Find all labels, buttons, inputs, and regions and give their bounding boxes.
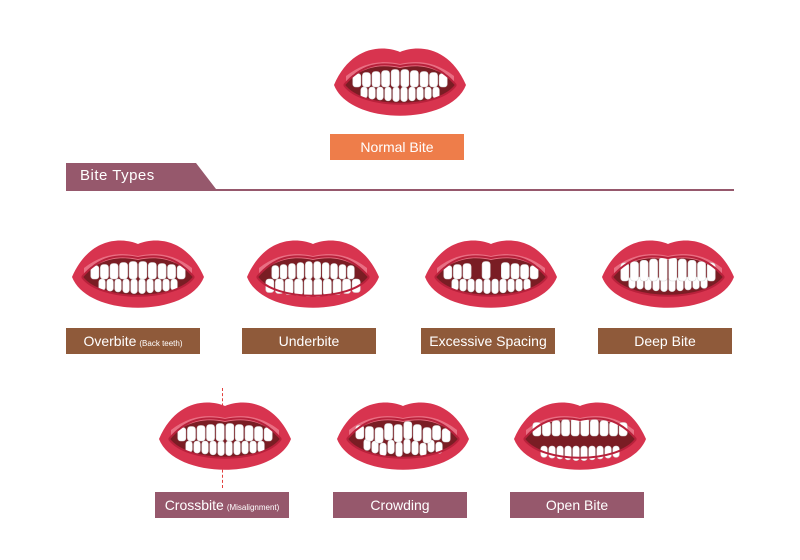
crowding-mouth [333, 394, 473, 484]
deep-bite-mouth [598, 232, 738, 322]
normal-bite-label: Normal Bite [330, 134, 464, 160]
underbite-label: Underbite [242, 328, 376, 354]
normal-bite-mouth [330, 40, 470, 130]
excessive-spacing-mouth [421, 232, 561, 322]
section-header-tab [66, 163, 216, 189]
crossbite-mouth [155, 394, 295, 484]
underbite-mouth [243, 232, 383, 322]
section-header: Bite Types [66, 163, 216, 189]
excessive-spacing-label: Excessive Spacing [421, 328, 555, 354]
crowding-label: Crowding [333, 492, 467, 518]
open-bite-mouth [510, 394, 650, 484]
crossbite-label: Crossbite(Misalignment) [155, 492, 289, 518]
section-title: Bite Types [80, 167, 155, 184]
open-bite-label: Open Bite [510, 492, 644, 518]
deep-bite-label: Deep Bite [598, 328, 732, 354]
overbite-label: Overbite(Back teeth) [66, 328, 200, 354]
section-divider [66, 189, 734, 191]
overbite-mouth [68, 232, 208, 322]
